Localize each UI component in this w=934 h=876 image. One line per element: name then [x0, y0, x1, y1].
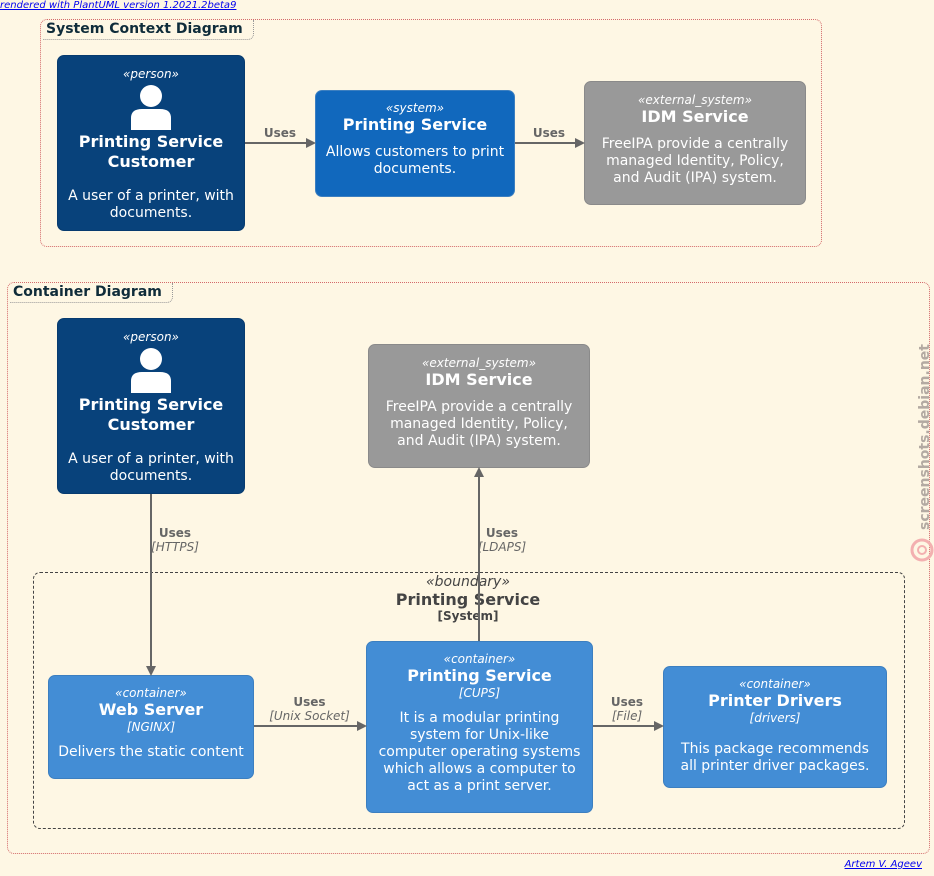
- technology: [NGINX]: [126, 720, 176, 734]
- stereotype: «person»: [123, 67, 179, 81]
- system-context-title: System Context Diagram: [43, 20, 254, 40]
- rel-label: Uses: [610, 695, 644, 709]
- name: Printing Service Customer: [78, 395, 224, 434]
- rel-label: Uses: [485, 526, 519, 540]
- person-icon: [131, 85, 171, 130]
- container-diagram-title: Container Diagram: [10, 283, 173, 303]
- rel-label: Uses: [532, 126, 566, 140]
- name: Printer Drivers: [708, 691, 842, 710]
- container-diagram-frame: Container Diagram: [7, 282, 930, 854]
- description: Delivers the static content: [58, 744, 244, 760]
- arrowhead-printer-drivers: [654, 721, 664, 731]
- author-link[interactable]: Artem V. Ageev: [844, 859, 922, 870]
- rel-technology: [LDAPS]: [477, 540, 527, 554]
- arrowhead-context-idm: [575, 138, 585, 148]
- rel-printing-idm: Uses [LDAPS]: [467, 526, 537, 554]
- description: FreeIPA provide a centrally managed Iden…: [601, 136, 789, 186]
- rel-technology: [HTTPS]: [151, 540, 199, 554]
- description: Allows customers to print documents.: [325, 144, 505, 177]
- description: A user of a printer, with documents.: [68, 451, 234, 484]
- stereotype: «external_system»: [638, 93, 752, 107]
- watermark-logo-icon: [910, 538, 934, 562]
- arrowhead-printing-service: [357, 721, 367, 731]
- context-idm-external-system[interactable]: «external_system» IDM Service FreeIPA pr…: [584, 81, 806, 205]
- web-server-container[interactable]: «container» Web Server [NGINX] Delivers …: [48, 675, 254, 779]
- container-idm-external-system[interactable]: «external_system» IDM Service FreeIPA pr…: [368, 344, 590, 468]
- boundary-type: [System]: [437, 609, 499, 623]
- boundary-stereotype: «boundary»: [426, 574, 510, 590]
- rel-label: Uses: [158, 526, 192, 540]
- arrowhead-context-system: [306, 138, 316, 148]
- boundary-name: Printing Service: [395, 590, 541, 609]
- stereotype: «system»: [385, 101, 445, 115]
- description: This package recommends all printer driv…: [680, 741, 870, 774]
- stereotype: «person»: [123, 330, 179, 344]
- rel-customer-web-server: Uses [HTTPS]: [140, 526, 210, 554]
- boundary-label: «boundary» Printing Service [System]: [368, 574, 568, 623]
- printing-service-boundary: [33, 572, 905, 829]
- person-icon: [131, 348, 171, 393]
- system-context-frame: System Context Diagram: [40, 19, 822, 247]
- printing-service-container[interactable]: «container» Printing Service [CUPS] It i…: [366, 641, 593, 813]
- name: Printing Service: [407, 666, 552, 685]
- name: Printing Service Customer: [78, 132, 224, 171]
- stereotype: «container»: [443, 652, 516, 666]
- rel-technology: [File]: [611, 709, 643, 723]
- printer-drivers-container[interactable]: «container» Printer Drivers [drivers] Th…: [663, 666, 887, 788]
- stereotype: «container»: [739, 677, 811, 691]
- context-printing-service-system[interactable]: «system» Printing Service Allows custome…: [315, 90, 515, 197]
- name: Web Server: [98, 700, 204, 719]
- arrowhead-idm: [474, 467, 484, 477]
- arrowhead-web-server: [146, 666, 156, 676]
- stereotype: «container»: [115, 686, 187, 700]
- watermark: screenshots.debian.net: [910, 344, 934, 562]
- watermark-text: screenshots.debian.net: [917, 344, 933, 530]
- description: A user of a printer, with documents.: [68, 188, 234, 221]
- rel-context-system-idm: Uses: [524, 126, 574, 140]
- rel-printing-drivers: Uses [File]: [602, 695, 652, 723]
- description: FreeIPA provide a centrally managed Iden…: [385, 399, 573, 449]
- rel-label: Uses: [263, 126, 297, 140]
- rel-context-customer-system: Uses: [255, 126, 305, 140]
- rel-label: Uses: [293, 695, 326, 709]
- name: IDM Service: [641, 107, 749, 126]
- technology: [drivers]: [749, 711, 801, 725]
- description: It is a modular printing system for Unix…: [378, 710, 581, 794]
- name: IDM Service: [425, 370, 533, 389]
- context-customer-person[interactable]: «person» Printing Service Customer A use…: [57, 55, 245, 231]
- technology: [CUPS]: [458, 686, 501, 700]
- container-customer-person[interactable]: «person» Printing Service Customer A use…: [57, 318, 245, 494]
- plantuml-version-link[interactable]: rendered with PlantUML version 1.2021.2b…: [0, 0, 237, 11]
- rel-technology: [Unix Socket]: [269, 709, 350, 723]
- name: Printing Service: [342, 115, 488, 134]
- stereotype: «external_system»: [422, 356, 536, 370]
- rel-web-printing: Uses [Unix Socket]: [262, 695, 357, 723]
